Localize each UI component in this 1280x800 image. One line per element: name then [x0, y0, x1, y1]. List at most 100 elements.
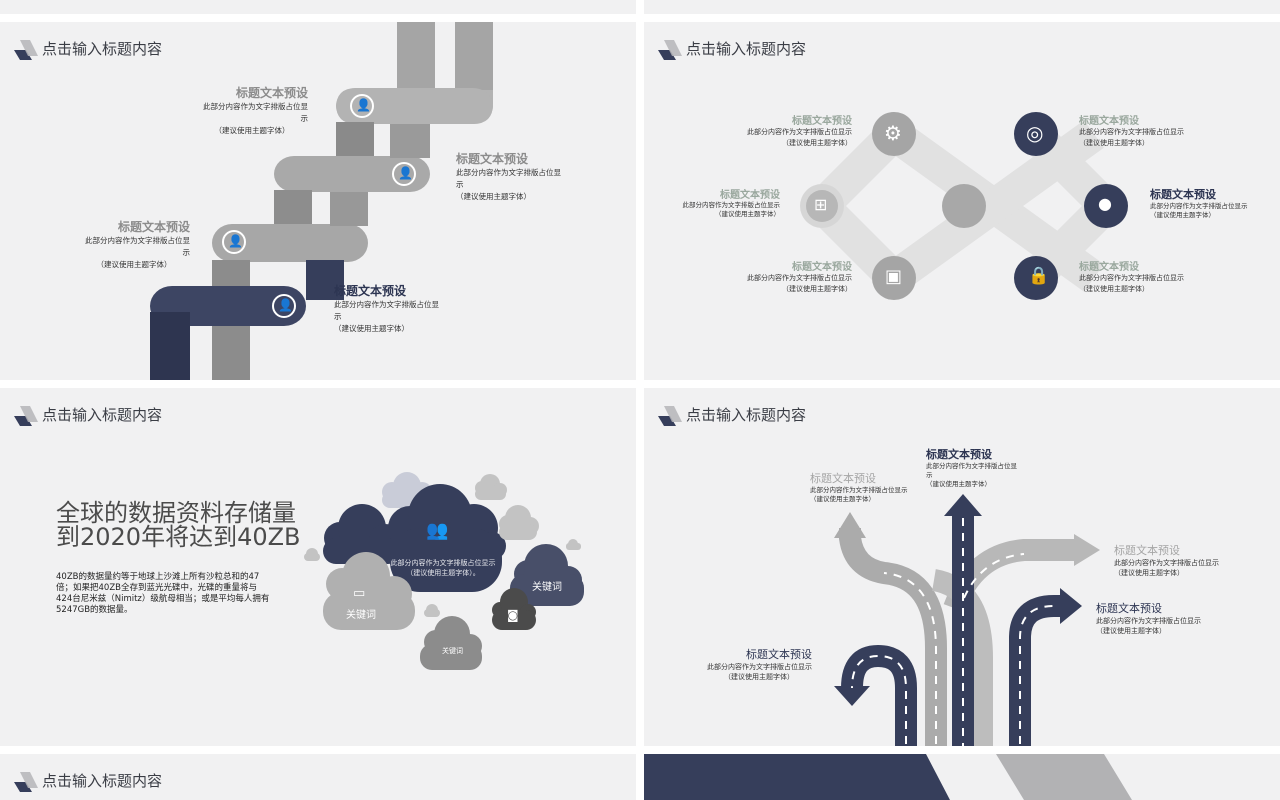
diamond-item-2: 标题文本预设 此部分内容作为文字排版占位显示 （建议使用主题字体） [1079, 112, 1203, 149]
item-title: 标题文本预设 [117, 220, 190, 234]
header-logo-icon [658, 406, 682, 426]
user-chart-icon: 👤 [228, 234, 243, 248]
apple-icon: ● [1098, 194, 1112, 213]
item-note: （建议使用主题字体） [1079, 139, 1149, 147]
item-desc: 此部分内容作为文字排版占位显示 [1150, 202, 1248, 210]
item-title: 标题文本预设 [792, 116, 852, 127]
item-title: 标题文本预设 [1096, 602, 1162, 615]
ribbon-item-2: 标题文本预设 此部分内容作为文字排版占位显示 （建议使用主题字体） [456, 150, 568, 203]
data-paragraph: 40ZB的数据量约等于地球上沙滩上所有沙粒总和的47倍；如果把40ZB全存到蓝光… [56, 572, 270, 615]
diamond-item-3: 标题文本预设 此部分内容作为文字排版占位显示 （建议使用主题字体） [680, 186, 781, 219]
item-desc: 此部分内容作为文字排版占位显示 [203, 102, 308, 123]
camera-icon: ◙ [507, 608, 519, 622]
cover-shapes [644, 754, 1132, 800]
item-title: 标题文本预设 [810, 472, 876, 485]
slide-top-left-sliver[interactable] [0, 0, 636, 14]
road-item-bottom-left: 标题文本预设 此部分内容作为文字排版占位显示 （建议使用主题字体） [706, 646, 812, 682]
user-chart-icon: 👤 [278, 298, 293, 312]
item-desc: 此部分内容作为文字排版占位显示 [682, 201, 781, 209]
header-logo-icon [658, 40, 682, 60]
slide-top-right-sliver[interactable] [644, 0, 1280, 14]
slide-title: 点击输入标题内容 [42, 772, 163, 790]
instagram-icon: ▣ [885, 266, 903, 287]
item-note: （建议使用主题字体） [456, 192, 531, 201]
item-title: 标题文本预设 [926, 448, 992, 461]
item-note: （建议使用主题字体） [1096, 627, 1166, 635]
diamond-item-4: 标题文本预设 此部分内容作为文字排版占位显示 （建议使用主题字体） [1150, 186, 1250, 220]
user-chart-icon: 👤 [356, 98, 371, 112]
item-desc: 此部分内容作为文字排版占位显示 [1096, 617, 1201, 625]
slide-title: 点击输入标题内容 [42, 406, 163, 424]
item-note: （建议使用主题字体） [782, 139, 852, 147]
item-title: 标题文本预设 [746, 648, 812, 661]
item-note: （建议使用主题字体） [1150, 211, 1215, 219]
item-desc: 此部分内容作为文字排版占位显示 [747, 128, 852, 136]
slide-title: 点击输入标题内容 [686, 406, 807, 424]
item-note: （建议使用主题字体） [334, 324, 409, 333]
cloud-center-text: 此部分内容作为文字排版占位显示（建议使用主题字体）。 [390, 559, 496, 577]
item-title: 标题文本预设 [456, 152, 529, 166]
ribbon-graphic [150, 22, 493, 380]
road-item-right-bottom: 标题文本预设 此部分内容作为文字排版占位显示 （建议使用主题字体） [1096, 600, 1204, 636]
keyword-label: 关键词 [346, 610, 376, 621]
item-desc: 此部分内容作为文字排版占位显示 [456, 168, 561, 189]
item-title: 标题文本预设 [235, 86, 308, 100]
item-desc: 此部分内容作为文字排版占位显示 [747, 274, 852, 282]
item-title: 标题文本预设 [1079, 116, 1139, 127]
slide-title: 点击输入标题内容 [42, 40, 163, 58]
item-note: （建议使用主题字体） [1079, 285, 1149, 293]
user-chart-icon: 👤 [398, 166, 413, 180]
road-item-right-top: 标题文本预设 此部分内容作为文字排版占位显示 （建议使用主题字体） [1114, 542, 1222, 578]
item-desc: 此部分内容作为文字排版占位显示 [334, 300, 439, 321]
item-desc: 此部分内容作为文字排版占位显示 [1079, 274, 1184, 282]
item-title: 标题文本预设 [334, 284, 407, 298]
item-desc: 此部分内容作为文字排版占位显示 [810, 486, 908, 494]
item-desc: 此部分内容作为文字排版占位显示 [707, 663, 812, 671]
slide-next-left[interactable]: 点击输入标题内容 [0, 754, 636, 800]
item-desc: 此部分内容作为文字排版占位显示 [1114, 559, 1219, 567]
slide-diamond[interactable]: 点击输入标题内容 ⚙ ◎ ⊞ ● ▣ 🔒 标题文本预设 此部分内容作为文字排版占… [644, 22, 1280, 380]
clouds-graphic [304, 472, 584, 670]
item-title: 标题文本预设 [1150, 188, 1216, 201]
item-note: （建议使用主题字体） [715, 210, 780, 218]
road-item-left: 标题文本预设 此部分内容作为文字排版占位显示 （建议使用主题字体） [810, 470, 910, 504]
road-arrows-graphic [834, 494, 1100, 746]
slide-title: 点击输入标题内容 [686, 40, 807, 58]
ribbon-item-3: 标题文本预设 此部分内容作为文字排版占位显示 （建议使用主题字体） [78, 218, 190, 271]
item-title: 标题文本预设 [1114, 544, 1180, 557]
item-title: 标题文本预设 [792, 262, 852, 273]
aperture-icon: ◎ [1026, 121, 1044, 145]
item-note: （建议使用主题字体） [724, 673, 794, 681]
item-desc: 此部分内容作为文字排版占位显示 [85, 236, 190, 257]
team-icon: 👥 [426, 520, 449, 541]
lock-icon: 🔒 [1028, 266, 1050, 286]
slide-next-right[interactable] [644, 754, 1280, 800]
header-logo-icon [14, 772, 38, 792]
item-desc: 此部分内容作为文字排版占位显示 [926, 462, 1017, 479]
item-note: （建议使用主题字体） [782, 285, 852, 293]
item-note: （建议使用主题字体） [96, 260, 172, 269]
ribbon-item-1: 标题文本预设 此部分内容作为文字排版占位显示 （建议使用主题字体） [196, 84, 308, 137]
item-note: （建议使用主题字体） [1114, 569, 1184, 577]
headline-line-2: 到2020年将达到40ZB [56, 523, 301, 551]
item-title: 标题文本预设 [1079, 262, 1139, 273]
item-note: （建议使用主题字体） [214, 126, 290, 135]
headline-line-1: 全球的数据资料存储量 [56, 499, 296, 527]
diamond-item-6: 标题文本预设 此部分内容作为文字排版占位显示 （建议使用主题字体） [1079, 258, 1203, 295]
diamond-graphic [800, 112, 1128, 300]
gear-icon: ⚙ [884, 121, 902, 145]
diamond-item-1: 标题文本预设 此部分内容作为文字排版占位显示 （建议使用主题字体） [728, 112, 852, 149]
ribbon-item-4: 标题文本预设 此部分内容作为文字排版占位显示 （建议使用主题字体） [334, 282, 446, 335]
briefcase-icon: ▭ [353, 586, 366, 601]
road-item-top: 标题文本预设 此部分内容作为文字排版占位显示 （建议使用主题字体） [926, 446, 1022, 489]
slide-ribbon[interactable]: 点击输入标题内容 👤 👤 👤 👤 标题文本预设 此部分内容作为文字排版占位显示 … [0, 22, 636, 380]
keyword-label: 关键词 [442, 647, 463, 655]
item-note: （建议使用主题字体） [810, 495, 875, 503]
header-logo-icon [14, 406, 38, 426]
slide-roads[interactable]: 点击输入标题内容 标题文本预设 此部分内容作为文字排版占位显示 （建议使用主题字… [644, 388, 1280, 746]
diamond-item-5: 标题文本预设 此部分内容作为文字排版占位显示 （建议使用主题字体） [728, 258, 852, 295]
keyword-label: 关键词 [532, 582, 562, 593]
item-note: （建议使用主题字体） [926, 480, 991, 488]
slide-clouds[interactable]: 点击输入标题内容 全球的数据资料存储量 到2020年将达到40ZB 40ZB的数… [0, 388, 636, 746]
header-logo-icon [14, 40, 38, 60]
